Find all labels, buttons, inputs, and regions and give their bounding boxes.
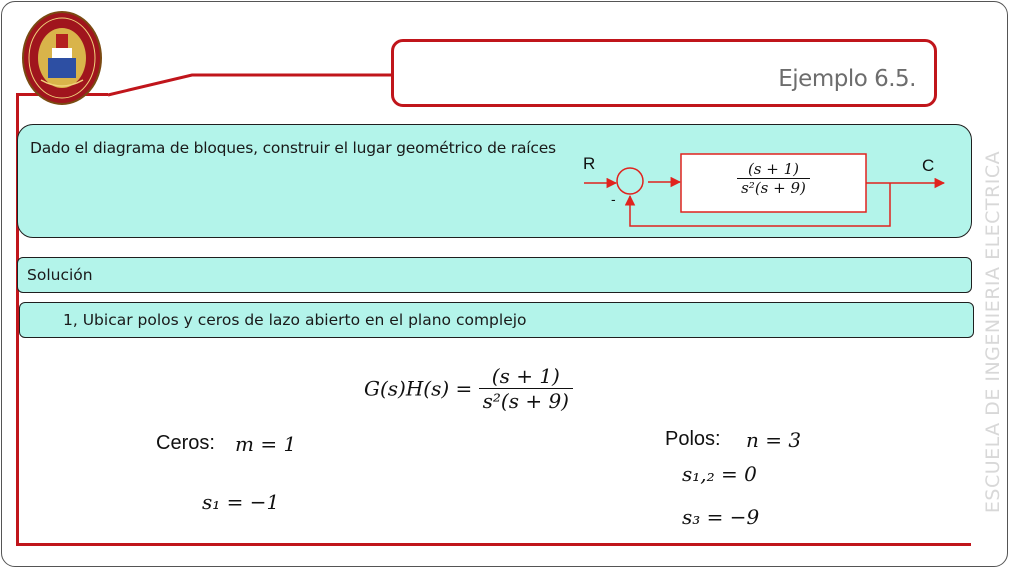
step-panel: 1, Ubicar polos y ceros de lazo abierto … (19, 302, 974, 338)
title-box: Ejemplo 6.5. (391, 39, 937, 107)
block-denominator: s²(s + 9) (737, 178, 810, 197)
output-label-C: C (922, 156, 935, 175)
side-watermark-text: ESCUELA DE INGENIERIA ELECTRICA (982, 150, 1004, 514)
zeros-count: m = 1 (235, 432, 297, 456)
zero-value: s₁ = −1 (202, 490, 280, 514)
equation-lhs: G(s)H(s) = (364, 376, 473, 401)
pole-value-3: s₃ = −9 (682, 505, 760, 529)
equation-denominator: s²(s + 9) (478, 388, 573, 413)
block-diagram: R C - (s + 1) s²(s + 9) (580, 150, 950, 232)
block-transfer-function: (s + 1) s²(s + 9) (681, 160, 866, 197)
step-1-text: 1, Ubicar polos y ceros de lazo abierto … (63, 311, 527, 329)
poles-label: Polos: (665, 428, 721, 450)
problem-statement: Dado el diagrama de bloques, construir e… (30, 139, 556, 157)
equation-numerator: (s + 1) (491, 364, 560, 388)
university-seal-icon (22, 11, 102, 105)
solution-header: Solución (17, 257, 972, 293)
input-label-R: R (583, 154, 596, 173)
solution-label: Solución (27, 266, 93, 284)
left-frame-line (16, 93, 19, 545)
zeros-label: Ceros: (156, 432, 215, 454)
pole-value-1-2: s₁,₂ = 0 (682, 462, 757, 486)
page-title: Ejemplo 6.5. (778, 66, 916, 92)
header-connector-slant (107, 73, 394, 97)
block-diagram-lines (584, 153, 946, 227)
transfer-function-equation: G(s)H(s) = (s + 1) s²(s + 9) (364, 364, 573, 413)
bottom-frame-line (16, 543, 971, 546)
block-numerator: (s + 1) (747, 160, 800, 178)
feedback-sign: - (611, 191, 616, 207)
poles-count: n = 3 (746, 428, 802, 452)
